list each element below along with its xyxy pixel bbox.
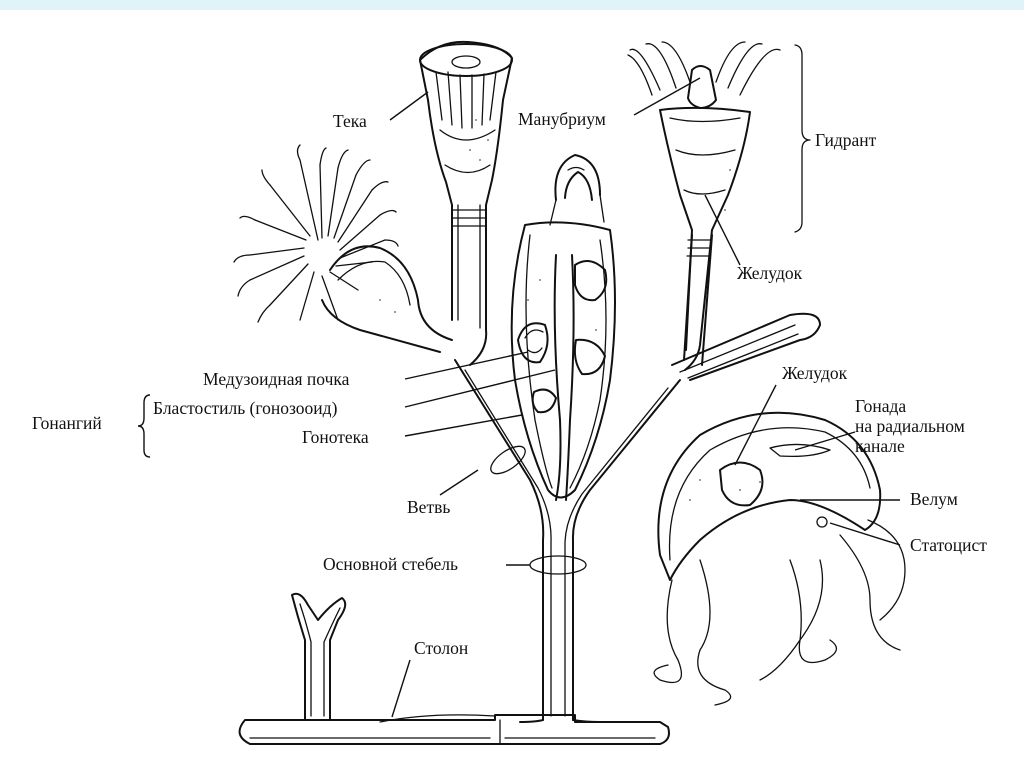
label-velum: Велум bbox=[910, 489, 958, 509]
right-branch bbox=[671, 312, 821, 381]
label-main-stem: Основной стебель bbox=[323, 554, 458, 574]
label-medusoid-bud: Медузоидная почка bbox=[203, 369, 350, 389]
top-accent-bar bbox=[0, 0, 1024, 10]
label-gonada-line3: канале bbox=[855, 436, 905, 456]
right-theca-hydrant bbox=[627, 41, 811, 371]
gonangium-drawing bbox=[510, 154, 616, 501]
label-vetv: Ветвь bbox=[407, 497, 450, 517]
leader-lines bbox=[137, 77, 901, 718]
main-stem-drawing bbox=[454, 359, 681, 723]
free-medusa-drawing bbox=[653, 411, 906, 706]
label-blastostyle: Бластостиль (гонозооид) bbox=[153, 398, 338, 418]
left-theca-hydrant bbox=[419, 40, 513, 366]
label-statocyst: Статоцист bbox=[910, 535, 987, 555]
label-gidrant: Гидрант bbox=[815, 130, 877, 150]
label-gonoteka: Гонотека bbox=[302, 427, 369, 447]
labels: Тека Манубриум Гидрант Желудок Медузоидн… bbox=[32, 109, 987, 658]
stipple-shading bbox=[379, 119, 761, 501]
label-manubrium: Манубриум bbox=[518, 109, 606, 129]
label-gonangiy: Гонангий bbox=[32, 413, 102, 433]
label-stolon: Столон bbox=[414, 638, 468, 658]
label-gonada-line2: на радиальном bbox=[855, 416, 965, 436]
left-open-polyp bbox=[233, 144, 453, 353]
label-gonada-line1: Гонада bbox=[855, 396, 906, 416]
label-teka: Тека bbox=[333, 111, 367, 131]
stolon-drawing bbox=[238, 592, 670, 745]
label-zheludok-hydrant: Желудок bbox=[737, 263, 803, 283]
label-zheludok-medusa: Желудок bbox=[782, 363, 848, 383]
